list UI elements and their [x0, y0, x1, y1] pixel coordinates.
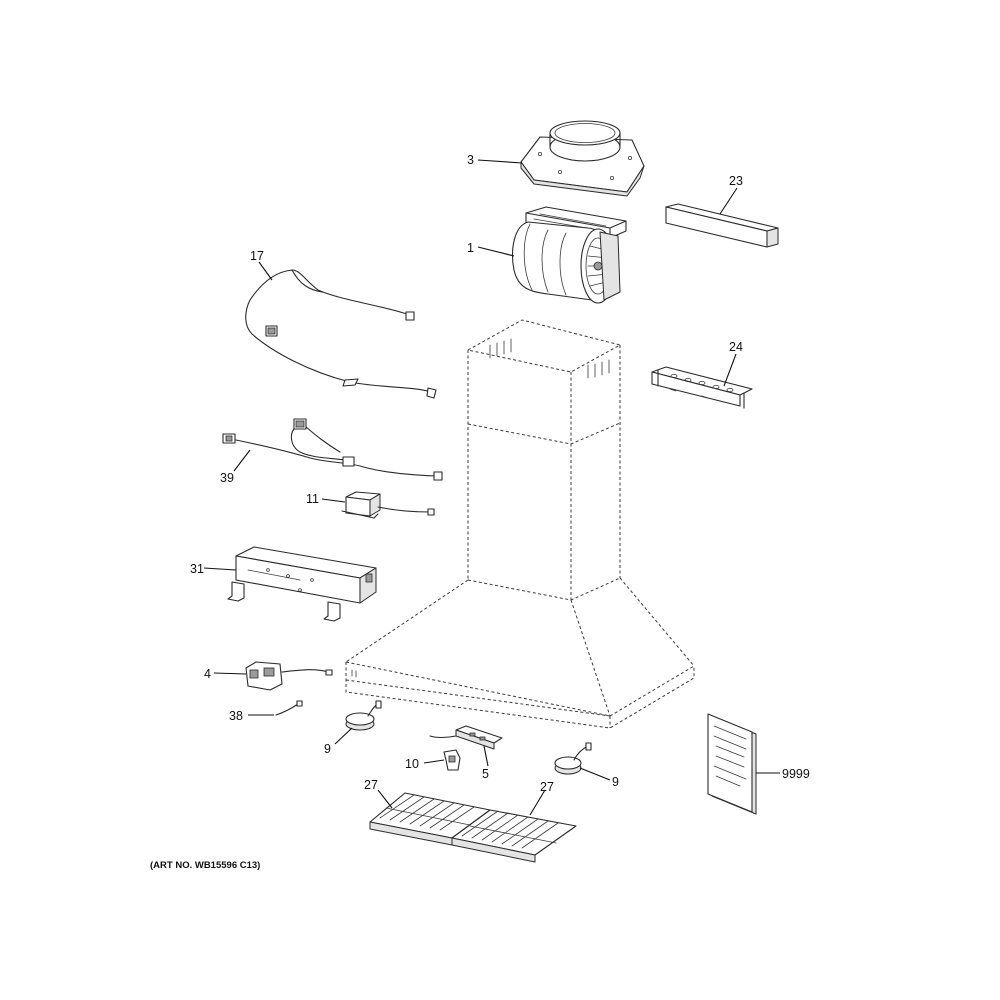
label-part-39: 39 [220, 471, 234, 485]
part-39-wire-harness[interactable] [222, 418, 443, 481]
leader-lines [203, 159, 780, 816]
label-part-1: 1 [467, 241, 474, 255]
label-part-4: 4 [204, 667, 211, 681]
part-4-switch[interactable] [245, 661, 333, 691]
label-part-3: 3 [467, 153, 474, 167]
part-labels: 3 1 23 24 17 39 11 31 4 38 9 10 5 9 27 2… [150, 153, 810, 871]
label-part-5: 5 [482, 767, 489, 781]
part-24-bracket[interactable] [651, 366, 753, 409]
part-1-blower[interactable] [511, 206, 627, 304]
part-9-lamp-left[interactable] [345, 700, 382, 731]
part-5-led-board[interactable] [429, 725, 503, 750]
label-part-24: 24 [729, 340, 743, 354]
label-part-27-right: 27 [540, 780, 554, 794]
part-11-driver[interactable] [341, 491, 435, 519]
part-38-wire[interactable] [275, 700, 303, 716]
label-part-10: 10 [405, 757, 419, 771]
label-part-23: 23 [729, 174, 743, 188]
part-31-control-box[interactable] [227, 546, 377, 622]
part-10-connector[interactable] [443, 749, 461, 771]
part-23-strip[interactable] [665, 203, 779, 248]
part-9-lamp-right[interactable] [554, 742, 592, 775]
label-part-9999: 9999 [782, 767, 810, 781]
label-part-27-left: 27 [364, 778, 378, 792]
label-part-11: 11 [306, 492, 319, 506]
label-part-9-left: 9 [324, 742, 331, 756]
part-27-filter-right[interactable] [451, 809, 577, 863]
label-part-17: 17 [250, 249, 264, 263]
label-part-9-right: 9 [612, 775, 619, 789]
label-part-38: 38 [229, 709, 243, 723]
label-part-31: 31 [190, 562, 204, 576]
hood-body-phantom [345, 319, 695, 729]
art-number: (ART NO. WB15596 C13) [150, 860, 260, 871]
part-9999-manual[interactable] [707, 713, 757, 815]
part-3-duct-transition[interactable] [520, 120, 645, 197]
part-17-wire-harness[interactable] [245, 269, 437, 399]
